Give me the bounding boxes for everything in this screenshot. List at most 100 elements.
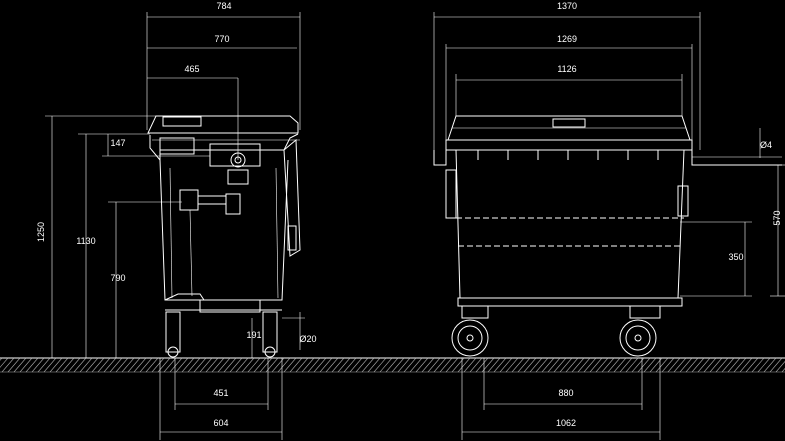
dim-front-trunnion-height: 350 [728,252,743,262]
ground-hatch-line [493,357,507,373]
ground-hatch-line [61,357,75,373]
dim-front-wheel-base-inner: 880 [558,388,573,398]
ground-hatch-line [739,357,753,373]
ground-hatch-line [295,357,309,373]
ground-hatch-line [289,357,303,373]
dim-front-wheel-base-outer: 1062 [556,418,576,428]
ground-hatch-line [145,357,159,373]
ground-hatch-line [73,357,87,373]
ground-hatch-line [367,357,381,373]
ground-hatch-line [757,357,771,373]
ground-hatch-line [211,357,225,373]
ground-hatch-line [709,357,723,373]
ground-hatch-line [85,357,99,373]
ground-hatch-line [535,357,549,373]
ground-hatch-line [553,357,567,373]
ground-hatch-line [277,357,291,373]
ground-hatch-line [475,357,489,373]
dim-front-body-width: 1269 [557,34,577,44]
dim-side-wheel-base-outer: 604 [213,418,228,428]
ground-hatch-line [139,357,153,373]
ground-hatch-line [223,357,237,373]
ground-hatch-line [37,357,51,373]
ground-hatch-line [565,357,579,373]
front-view-dimensions [433,12,785,440]
ground-hatch-line [121,357,135,373]
ground-hatch-line [7,357,21,373]
ground-hatch-line [721,357,735,373]
ground-hatch-line [445,357,459,373]
ground-hatch-line [343,357,357,373]
ground-hatch-line [1,357,15,373]
dim-side-total-height: 1250 [36,222,46,242]
ground-hatch-line [55,357,69,373]
ground-hatch-line [31,357,45,373]
ground-hatch-line [385,357,399,373]
ground-hatch-line [181,357,195,373]
ground-hatch-line [403,357,417,373]
ground-hatch-line [115,357,129,373]
ground-hatch-line [589,357,603,373]
side-view [147,115,301,358]
ground-hatch-line [529,357,543,373]
dim-side-wheel-clearance: 191 [246,330,261,340]
dim-front-pin-diameter: Ø4 [760,140,772,150]
ground-hatch-line [619,357,633,373]
ground-hatch-line [697,357,711,373]
ground-hatch-line [571,357,585,373]
ground-hatch-line [673,357,687,373]
ground-hatch-line [679,357,693,373]
ground-hatch-line [193,357,207,373]
ground-hatch-line [733,357,747,373]
ground-hatch-line [469,357,483,373]
ground-hatch-line [247,357,261,373]
ground-hatch-line [517,357,531,373]
dim-front-right-height: 570 [772,210,782,225]
ground-hatch-line [685,357,699,373]
ground-hatch-line [691,357,705,373]
ground-hatch-line [307,357,321,373]
front-view [433,115,782,357]
ground-hatch-line [457,357,471,373]
ground-hatch-line [133,357,147,373]
ground-hatch-line [97,357,111,373]
ground-hatch-line [25,357,39,373]
ground-line [0,357,785,373]
ground-hatch-line [49,357,63,373]
ground-hatch-line [199,357,213,373]
ground-hatch-line [625,357,639,373]
ground-hatch-line [127,357,141,373]
ground-hatch-line [541,357,555,373]
ground-hatch-line [187,357,201,373]
ground-hatch-line [409,357,423,373]
ground-hatch-line [91,357,105,373]
ground-hatch-line [67,357,81,373]
dim-side-wheel-base-inner: 451 [213,388,228,398]
ground-hatch-line [637,357,651,373]
ground-hatch-line [217,357,231,373]
ground-hatch-line [439,357,453,373]
ground-hatch-line [577,357,591,373]
ground-hatch-line [547,357,561,373]
ground-hatch-line [391,357,405,373]
ground-hatch-line [415,357,429,373]
dim-side-body-width: 770 [214,34,229,44]
ground-hatch-line [745,357,759,373]
ground-hatch-line [607,357,621,373]
ground-hatch-line [661,357,675,373]
ground-hatch-line [337,357,351,373]
ground-hatch-line [703,357,717,373]
ground-hatch-line [169,357,183,373]
ground-hatch-line [163,357,177,373]
dim-side-handle-offset: 465 [184,64,199,74]
ground-hatch-line [655,357,669,373]
ground-hatch-line [13,357,27,373]
ground-hatch-line [487,357,501,373]
ground-hatch-line [511,357,525,373]
ground-hatch-line [373,357,387,373]
ground-hatch-line [613,357,627,373]
ground-hatch-line [43,357,57,373]
dim-front-lid-width: 1126 [557,64,576,74]
ground-hatch-line [583,357,597,373]
